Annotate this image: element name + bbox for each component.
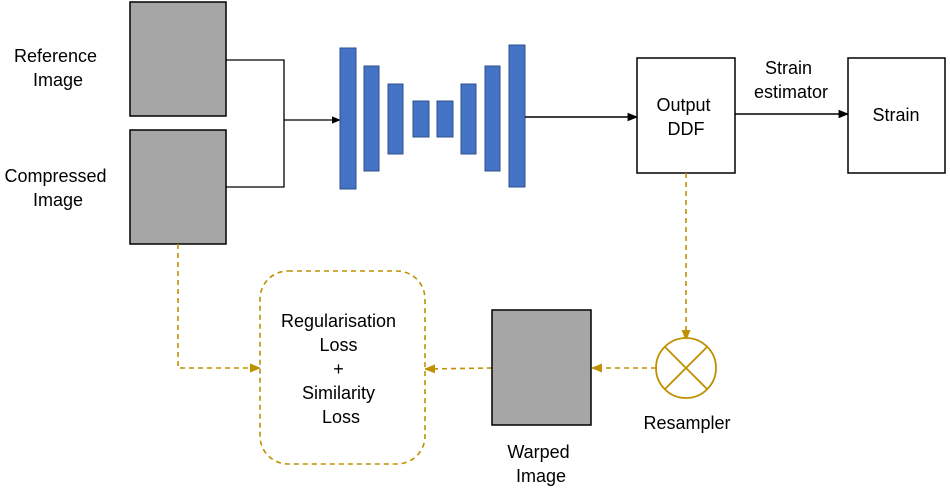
registration-network <box>339 44 526 190</box>
compressed-image-label: Compressed Image <box>4 166 111 210</box>
network-layer <box>412 100 430 138</box>
network-layer <box>339 47 357 190</box>
reference-connector <box>226 59 285 120</box>
network-layer <box>387 83 404 155</box>
output-ddf-label: Output DDF <box>656 95 715 139</box>
loss-paths <box>177 173 691 374</box>
network-layer <box>508 44 526 188</box>
reference-image-label: Reference Image <box>14 46 102 90</box>
network-layer <box>436 100 454 138</box>
warped-image-label: Warped Image <box>507 442 574 486</box>
resampler-icon <box>655 337 717 399</box>
loss-label: Regularisation Loss + Similarity Loss <box>281 311 401 427</box>
compressed-to-loss-arrow <box>177 244 262 373</box>
warped-to-loss-arrow <box>423 364 493 374</box>
loss-box <box>259 270 426 465</box>
network-layer <box>460 83 477 155</box>
network-layer <box>484 65 501 172</box>
warped-image-box <box>491 309 592 426</box>
compressed-image-box <box>129 129 227 245</box>
network-layer <box>363 65 380 172</box>
output-ddf-box <box>636 57 736 174</box>
strain-label: Strain <box>872 105 919 125</box>
compressed-connector <box>226 120 285 188</box>
strain-box <box>847 57 946 174</box>
strain-estimator-label: Strain estimator <box>754 58 828 102</box>
reference-image-box <box>129 1 227 117</box>
resampler-label: Resampler <box>643 413 730 433</box>
